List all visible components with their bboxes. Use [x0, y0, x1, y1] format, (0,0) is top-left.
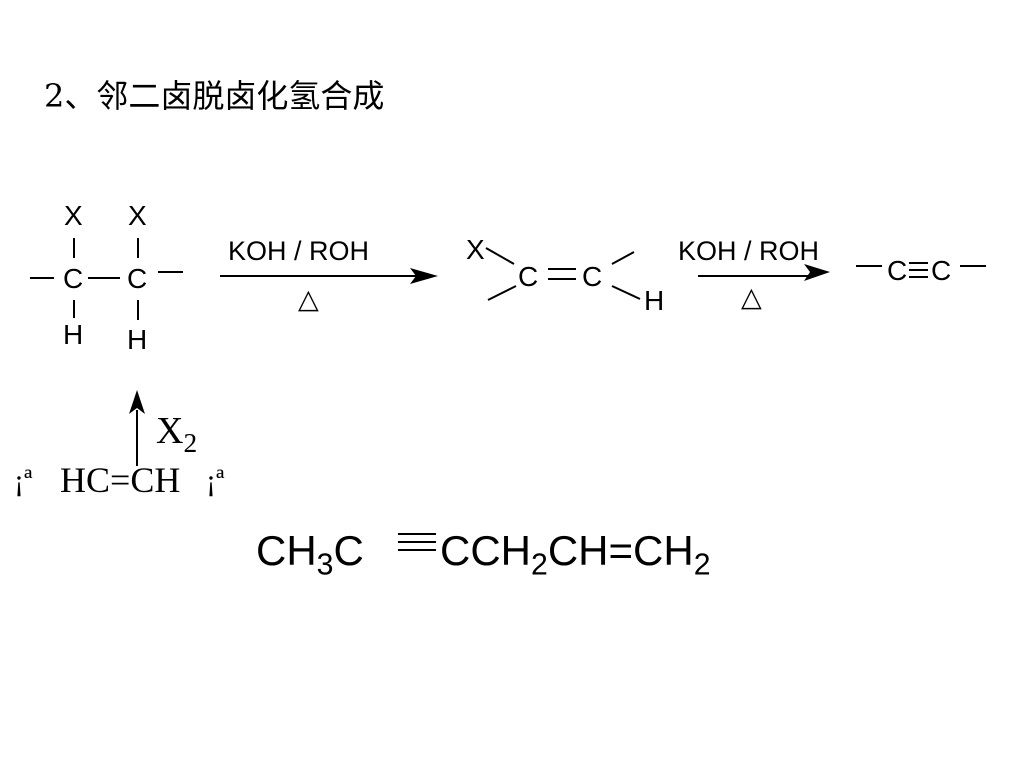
arrow-head-up — [129, 390, 145, 414]
reactant-c1: C — [63, 263, 84, 294]
reactant-c2: C — [127, 263, 148, 294]
step2-heat: △ — [741, 282, 762, 312]
halogen-symbol: X — [156, 410, 184, 452]
example-part-1: CH3C — [256, 527, 364, 581]
product-c1: C — [887, 255, 908, 286]
step1-heat: △ — [298, 284, 319, 314]
reactant-h2: H — [127, 324, 148, 355]
bond-c-right-up — [611, 251, 635, 265]
example-part-2: CCH2CH=CH2 — [440, 527, 711, 581]
bond-c-left-down — [487, 285, 517, 301]
arrow-head-1 — [410, 268, 438, 284]
intermediate-h: H — [644, 285, 665, 316]
step2-reagent: KOH / ROH — [678, 236, 820, 266]
step1-reagent: KOH / ROH — [228, 236, 370, 266]
example-sub-2b: 2 — [693, 548, 711, 582]
halogen-reagent: X2 — [156, 410, 197, 456]
arrow-head-2 — [804, 264, 830, 281]
intermediate-c1: C — [518, 261, 539, 292]
example-ch: CH — [256, 527, 317, 574]
intermediate-x: X — [466, 234, 485, 265]
reactant-x1: X — [64, 200, 83, 231]
bond-x-c — [485, 247, 515, 265]
example-sub-2a: 2 — [531, 548, 548, 582]
example-sub-3: 3 — [316, 548, 334, 582]
reactant-h1: H — [63, 319, 84, 350]
alkene-formula: HC=CH — [60, 460, 181, 500]
reactant-x2: X — [128, 200, 147, 231]
example-cch: CCH — [440, 527, 531, 574]
halogen-subscript: 2 — [183, 427, 198, 458]
page-title: 2、邻二卤脱卤化氢合成 — [44, 77, 385, 115]
example-vinyl: CH=CH — [547, 527, 694, 574]
intermediate-c2: C — [582, 261, 603, 292]
garbled-glyph-left: ¡ª — [14, 464, 33, 497]
example-c: C — [333, 527, 364, 574]
bond-c-h — [611, 285, 641, 300]
product-c2: C — [931, 255, 952, 286]
garbled-glyph-right: ¡ª — [206, 464, 225, 497]
